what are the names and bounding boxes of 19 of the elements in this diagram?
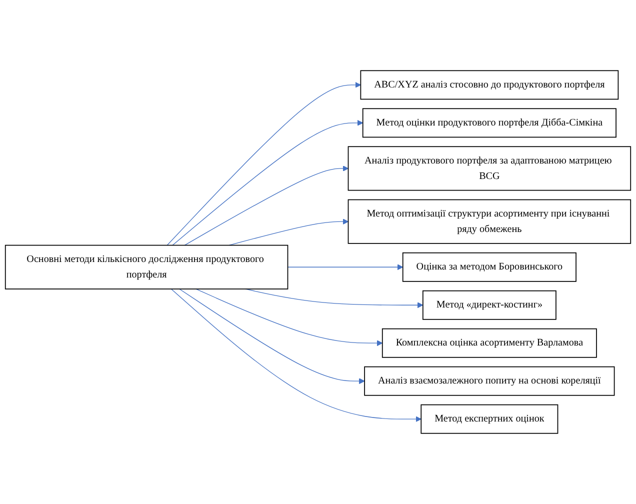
node-box: Метод експертних оцінок: [420, 404, 558, 434]
arrow: [172, 120, 364, 246]
node-box: Метод «директ-костинг»: [422, 290, 556, 320]
node-box: Комплексна оцінка асортименту Варламова: [382, 328, 597, 358]
node-box: Оцінка за методом Боровинського: [402, 252, 576, 282]
node-box: Аналіз продуктового портфеля за адаптованою матрицею BCG: [348, 146, 632, 191]
arrow: [196, 288, 383, 346]
arrow: [166, 82, 361, 246]
node-box: Метод оцінки продуктового портфеля Дібба-Сімкіна: [362, 108, 616, 138]
arrow: [179, 288, 365, 384]
arrow: [287, 264, 404, 270]
arrow: [170, 288, 422, 422]
arrow: [184, 166, 349, 246]
node-box: Аналіз взаємозалежного попиту на основі кореляції: [364, 366, 615, 396]
node-box: Метод оптимізації структури асортименту при існуванні ряду обмежень: [348, 199, 632, 244]
node-box: ABC/XYZ аналіз стосовно до продуктового портфеля: [360, 70, 619, 100]
arrow: [228, 218, 349, 246]
node-box: Основні методи кількісного дослідження продуктового портфеля: [4, 244, 288, 290]
arrow: [244, 288, 424, 308]
